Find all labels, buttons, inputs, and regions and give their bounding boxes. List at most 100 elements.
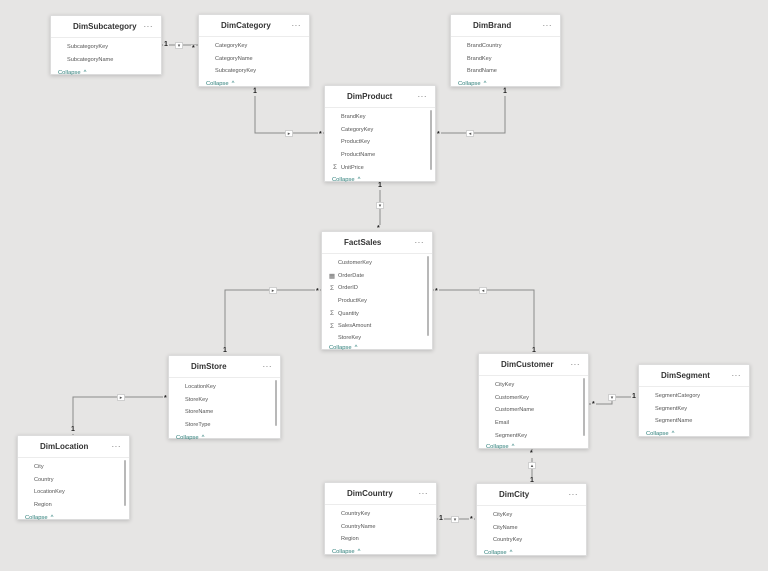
more-options-icon[interactable]: ··· — [111, 442, 121, 451]
scrollbar[interactable] — [430, 110, 432, 170]
scrollbar[interactable] — [275, 380, 277, 426]
field-item[interactable]: SubcategoryKey — [67, 44, 109, 51]
field-item[interactable]: ProductName — [341, 152, 376, 159]
field-item[interactable]: ProductKey — [338, 298, 367, 305]
field-item[interactable]: BrandCountry — [467, 43, 502, 50]
scrollbar[interactable] — [583, 378, 585, 436]
field-item[interactable]: StoreKey — [338, 334, 362, 341]
field-item[interactable]: City — [34, 464, 44, 471]
field-item[interactable]: CustomerKey — [338, 260, 372, 267]
more-options-icon[interactable]: ··· — [731, 371, 741, 380]
filter-direction-icon[interactable]: ▸ — [117, 394, 125, 401]
field-item[interactable]: CustomerKey — [495, 394, 529, 401]
field-item[interactable]: SegmentKey — [495, 432, 528, 439]
more-options-icon[interactable]: ··· — [418, 489, 428, 498]
filter-direction-icon[interactable]: ▾ — [376, 202, 384, 209]
collapse-button[interactable]: Collapse^ — [206, 81, 235, 88]
table-dimcity[interactable]: DimCity ··· CityKey CityName CountryKey … — [476, 483, 587, 556]
table-dimsubcategory[interactable]: DimSubcategory ··· SubcategoryKey Subcat… — [50, 15, 162, 76]
filter-direction-icon[interactable]: ▾ — [175, 42, 183, 49]
collapse-button[interactable]: Collapse^ — [58, 69, 87, 76]
more-options-icon[interactable]: ··· — [414, 238, 424, 247]
field-item[interactable]: CategoryKey — [341, 126, 374, 133]
table-dimsegment[interactable]: DimSegment ··· SegmentCategory SegmentKe… — [638, 364, 750, 437]
more-options-icon[interactable]: ··· — [143, 22, 153, 31]
field-item[interactable]: CategoryName — [215, 55, 253, 62]
table-header[interactable]: DimProduct ··· — [325, 86, 435, 108]
collapse-button[interactable]: Collapse^ — [25, 514, 54, 521]
field-item[interactable]: Email — [495, 420, 509, 427]
field-item[interactable]: BrandKey — [467, 55, 492, 62]
field-item[interactable]: BrandKey — [341, 114, 366, 121]
field-item[interactable]: CityKey — [495, 382, 515, 389]
collapse-button[interactable]: Collapse^ — [332, 177, 361, 184]
field-item[interactable]: Country — [34, 476, 54, 483]
field-item[interactable]: Region — [341, 536, 359, 543]
field-item[interactable]: LocationKey — [185, 384, 216, 391]
field-item[interactable]: StoreType — [185, 422, 211, 429]
field-item[interactable]: SegmentKey — [655, 405, 688, 412]
field-item[interactable]: SubcategoryName — [67, 56, 114, 63]
table-header[interactable]: DimLocation ··· — [18, 436, 129, 458]
table-dimcategory[interactable]: DimCategory ··· CategoryKey CategoryName… — [198, 14, 310, 87]
field-item[interactable]: Region — [34, 502, 52, 509]
table-header[interactable]: DimCountry ··· — [325, 483, 436, 505]
field-item[interactable]: CountryKey — [341, 511, 371, 518]
table-header[interactable]: DimSegment ··· — [639, 365, 749, 387]
field-item[interactable]: StoreKey — [185, 396, 209, 403]
filter-direction-icon[interactable]: ◂ — [466, 130, 474, 137]
field-item[interactable]: BrandName — [467, 68, 497, 75]
more-options-icon[interactable]: ··· — [291, 21, 301, 30]
table-dimproduct[interactable]: DimProduct ··· BrandKey CategoryKey Prod… — [324, 85, 436, 183]
field-item[interactable]: StoreName — [185, 409, 214, 416]
collapse-button[interactable]: Collapse^ — [484, 550, 513, 557]
filter-direction-icon[interactable]: ▸ — [269, 287, 277, 294]
collapse-button[interactable]: Collapse^ — [458, 81, 487, 88]
field-item[interactable]: CategoryKey — [215, 43, 248, 50]
table-dimcountry[interactable]: DimCountry ··· CountryKey CountryName Re… — [324, 482, 437, 555]
filter-direction-icon[interactable]: ▾ — [451, 516, 459, 523]
field-item[interactable]: CountryName — [341, 523, 376, 530]
field-item[interactable]: CityName — [493, 524, 518, 531]
filter-direction-icon[interactable]: ◂ — [479, 287, 487, 294]
more-options-icon[interactable]: ··· — [568, 490, 578, 499]
more-options-icon[interactable]: ··· — [570, 360, 580, 369]
table-header[interactable]: DimBrand ··· — [451, 15, 560, 37]
more-options-icon[interactable]: ··· — [542, 21, 552, 30]
field-item[interactable]: ▦OrderDate — [328, 272, 365, 280]
table-header[interactable]: DimStore ··· — [169, 356, 280, 378]
field-item[interactable]: CustomerName — [495, 407, 535, 414]
field-item[interactable]: SegmentCategory — [655, 393, 701, 400]
table-dimlocation[interactable]: DimLocation ··· City Country LocationKey… — [17, 435, 130, 521]
collapse-button[interactable]: Collapse^ — [176, 434, 205, 441]
field-item[interactable]: SubcategoryKey — [215, 68, 257, 75]
table-header[interactable]: DimCategory ··· — [199, 15, 309, 37]
field-item[interactable]: ProductKey — [341, 139, 370, 146]
filter-direction-icon[interactable]: ▸ — [285, 130, 293, 137]
table-dimbrand[interactable]: DimBrand ··· BrandCountry BrandKey Brand… — [450, 14, 561, 87]
scrollbar[interactable] — [427, 256, 429, 336]
collapse-button[interactable]: Collapse^ — [646, 431, 675, 438]
field-item[interactable]: CountryKey — [493, 537, 523, 544]
table-header[interactable]: DimCustomer ··· — [479, 354, 588, 376]
field-item[interactable]: SegmentName — [655, 418, 693, 425]
filter-direction-icon[interactable]: ▴ — [528, 462, 536, 469]
table-header[interactable]: DimSubcategory ··· — [51, 16, 161, 38]
table-header[interactable]: DimCity ··· — [477, 484, 586, 506]
scrollbar[interactable] — [124, 460, 126, 506]
field-item[interactable]: CityKey — [493, 512, 513, 519]
collapse-button[interactable]: Collapse^ — [332, 549, 361, 556]
collapse-button[interactable]: Collapse^ — [329, 344, 358, 351]
collapse-button[interactable]: Collapse^ — [486, 443, 515, 450]
more-options-icon[interactable]: ··· — [417, 92, 427, 101]
field-item[interactable]: LocationKey — [34, 489, 65, 496]
table-dimstore[interactable]: DimStore ··· LocationKey StoreKey StoreN… — [168, 355, 281, 441]
table-header[interactable]: FactSales ··· — [322, 232, 432, 254]
table-dimcustomer[interactable]: DimCustomer ··· CityKey CustomerKey Cust… — [478, 353, 589, 450]
